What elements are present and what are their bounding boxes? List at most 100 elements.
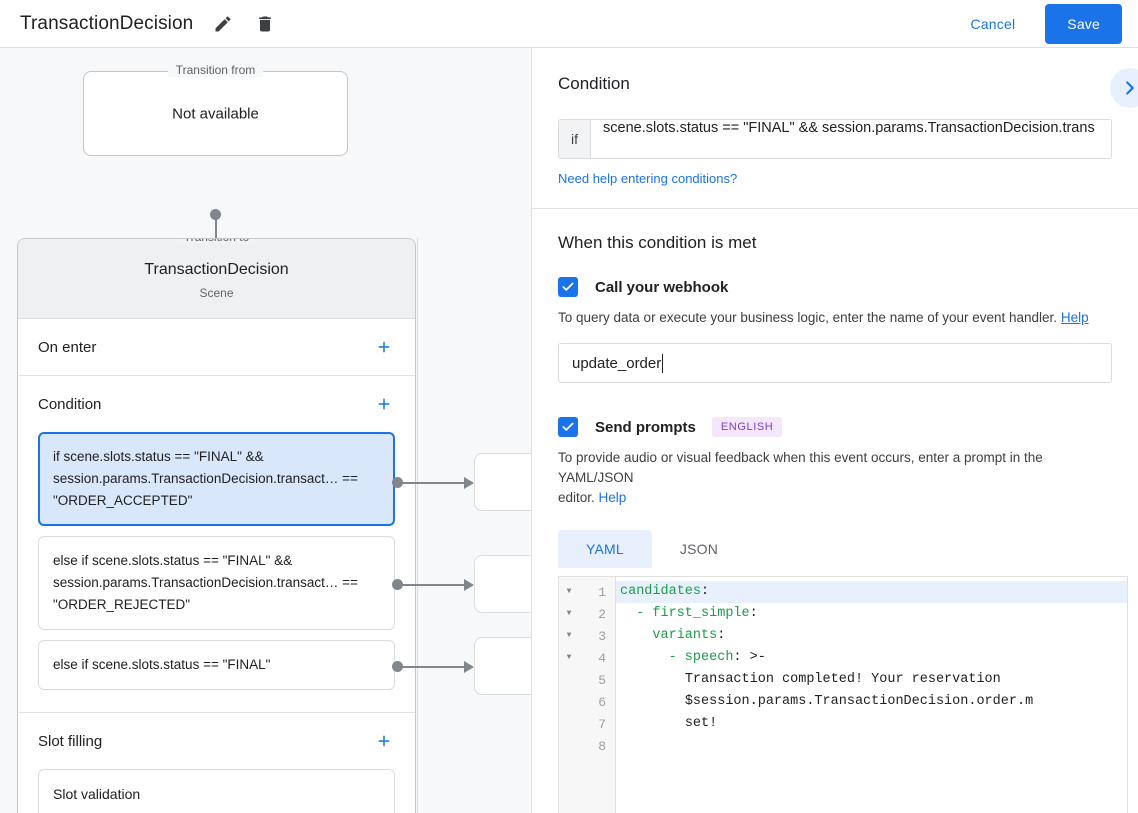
line-number: 5 xyxy=(598,672,606,688)
condition-item[interactable]: else if scene.slots.status == "FINAL" xyxy=(38,640,395,690)
section-header: Condition xyxy=(38,376,395,432)
transition-target-stub[interactable] xyxy=(474,453,531,511)
yaml-value: Transaction completed! Your reservation xyxy=(684,672,1001,687)
edge-line xyxy=(400,482,466,484)
gutter-line: ▼ 4 xyxy=(559,647,615,669)
condition-item-selected[interactable]: if scene.slots.status == "FINAL" && sess… xyxy=(38,432,395,526)
tab-json[interactable]: JSON xyxy=(679,541,719,557)
condition-input[interactable]: scene.slots.status == "FINAL" && session… xyxy=(591,120,1111,158)
gutter-line: ▼ 1 xyxy=(559,581,615,603)
scene-name: TransactionDecision xyxy=(144,261,289,278)
panel-title: Condition xyxy=(558,74,630,93)
transition-target-stub[interactable] xyxy=(474,555,531,613)
send-prompts-checkbox[interactable] xyxy=(558,417,578,437)
add-condition-button[interactable] xyxy=(373,393,395,415)
yaml-key: candidates xyxy=(620,584,702,599)
code-line: - speech: >- xyxy=(616,647,1127,669)
add-slot-filling-button[interactable] xyxy=(373,730,395,752)
line-number: 8 xyxy=(598,738,606,754)
yaml-code-editor[interactable]: ▼ 1 ▼ 2 ▼ 3 ▼ 4 xyxy=(558,576,1128,813)
edge-source-dot xyxy=(392,661,403,672)
prompts-help-link[interactable]: Help xyxy=(598,490,627,505)
fold-arrow-icon[interactable]: ▼ xyxy=(566,631,572,640)
prompts-description-line1: To provide audio or visual feedback when… xyxy=(558,450,1043,485)
yaml-punct: : >- xyxy=(733,650,766,665)
code-line: Transaction completed! Your reservation xyxy=(616,669,1127,691)
text-caret xyxy=(662,353,664,373)
tab-yaml[interactable]: YAML xyxy=(558,530,652,568)
trash-icon[interactable] xyxy=(253,12,277,36)
save-button[interactable]: Save xyxy=(1045,3,1122,44)
connector-line xyxy=(215,215,217,260)
section-title-condition: Condition xyxy=(38,395,102,413)
transition-from-legend: Transition from xyxy=(167,63,264,77)
transition-from-box: Transition from Not available xyxy=(83,63,348,156)
line-number: 4 xyxy=(598,650,606,666)
code-line: - first_simple: xyxy=(616,603,1127,625)
line-number: 2 xyxy=(598,606,606,622)
section-header: On enter xyxy=(38,319,395,375)
section-title-slot-filling: Slot filling xyxy=(38,732,103,750)
add-on-enter-button[interactable] xyxy=(373,336,395,358)
pencil-icon[interactable] xyxy=(211,12,235,36)
fold-arrow-icon[interactable]: ▼ xyxy=(566,587,572,596)
condition-item[interactable]: else if scene.slots.status == "FINAL" &&… xyxy=(38,536,395,630)
yaml-key: - first_simple xyxy=(636,606,750,621)
condition-help-link[interactable]: Need help entering conditions? xyxy=(558,171,738,186)
editor-gutter: ▼ 1 ▼ 2 ▼ 3 ▼ 4 xyxy=(559,577,616,813)
fold-arrow-icon[interactable]: ▼ xyxy=(566,609,572,618)
call-webhook-row: Call your webhook xyxy=(558,277,1112,297)
line-number: 1 xyxy=(598,584,606,600)
code-line xyxy=(616,735,1127,757)
topbar-actions: Cancel Save xyxy=(953,3,1138,44)
send-prompts-label: Send prompts xyxy=(595,418,696,436)
section-slot-filling: Slot filling Slot validation xyxy=(18,713,415,813)
section-on-enter: On enter xyxy=(18,319,415,376)
edge-arrow xyxy=(464,661,474,673)
condition-list: if scene.slots.status == "FINAL" && sess… xyxy=(38,432,395,712)
prompts-description-line2: editor. xyxy=(558,490,595,505)
prompts-description: To provide audio or visual feedback when… xyxy=(558,448,1112,508)
connector-dot xyxy=(210,209,221,220)
condition-input-row[interactable]: if scene.slots.status == "FINAL" && sess… xyxy=(558,119,1112,159)
yaml-key: variants xyxy=(652,628,718,643)
send-prompts-block: Send prompts ENGLISH To provide audio or… xyxy=(558,417,1128,813)
cancel-button[interactable]: Cancel xyxy=(953,8,1034,40)
webhook-description-text: To query data or execute your business l… xyxy=(558,310,1058,325)
edge-line xyxy=(400,666,466,668)
edge-source-dot xyxy=(392,477,403,488)
webhook-description: To query data or execute your business l… xyxy=(558,308,1112,328)
call-webhook-checkbox[interactable] xyxy=(558,277,578,297)
transition-target-stub[interactable] xyxy=(474,637,531,695)
condition-section: Condition if scene.slots.status == "FINA… xyxy=(532,48,1138,209)
yaml-value: set! xyxy=(684,716,718,731)
fold-arrow-icon[interactable]: ▼ xyxy=(566,653,572,662)
yaml-key: - speech xyxy=(668,650,734,665)
scene-type-label: Scene xyxy=(199,286,234,300)
scene-card: Transition to TransactionDecision Scene … xyxy=(17,238,416,813)
section-header: Slot filling xyxy=(38,713,395,769)
yaml-value: $session.params.TransactionDecision.orde… xyxy=(684,694,1034,709)
transition-from-border xyxy=(83,71,348,156)
slot-validation-item[interactable]: Slot validation xyxy=(38,769,395,813)
gutter-line: 7 xyxy=(559,713,615,735)
language-badge: ENGLISH xyxy=(711,417,783,437)
slot-filling-list: Slot validation xyxy=(38,769,395,813)
send-prompts-row: Send prompts ENGLISH xyxy=(558,417,1112,437)
scene-card-header: Transition to TransactionDecision Scene xyxy=(18,239,415,319)
webhook-help-link[interactable]: Help xyxy=(1060,310,1089,325)
editor-format-tabs: YAML JSON xyxy=(558,530,1112,568)
webhook-handler-input[interactable]: update_order xyxy=(558,343,1112,383)
top-app-bar: TransactionDecision Cancel Save xyxy=(0,0,1138,48)
edge-source-dot xyxy=(392,579,403,590)
gutter-line: 6 xyxy=(559,691,615,713)
scene-graph-canvas[interactable]: Transition from Not available Transition… xyxy=(0,48,531,813)
transition-from-value: Not available xyxy=(172,105,259,122)
editor-code-area[interactable]: candidates: - first_simple: variants: - … xyxy=(616,577,1127,813)
edge-arrow xyxy=(464,579,474,591)
yaml-punct: : xyxy=(749,606,758,621)
section-title-on-enter: On enter xyxy=(38,338,97,356)
line-number: 6 xyxy=(598,694,606,710)
line-number: 3 xyxy=(598,628,606,644)
chevron-right-icon[interactable] xyxy=(1110,68,1138,108)
